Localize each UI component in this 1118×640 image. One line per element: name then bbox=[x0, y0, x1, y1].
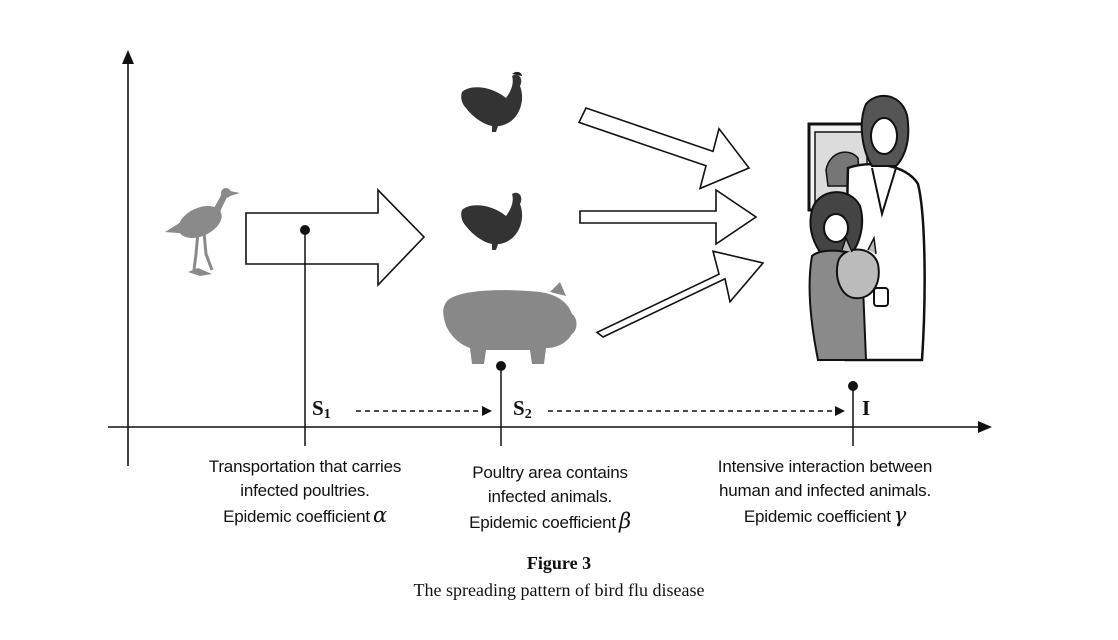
node-description-s2: Poultry area contains infected animals. … bbox=[469, 463, 631, 533]
arrow-chicken1-to-human bbox=[577, 107, 751, 190]
node-description-i: Intensive interaction between human and … bbox=[717, 457, 933, 527]
wading-bird-icon bbox=[165, 188, 240, 276]
pig-icon bbox=[443, 282, 577, 364]
stems bbox=[300, 225, 858, 446]
chicken-icon bbox=[461, 71, 523, 132]
arrow-chicken2-to-human bbox=[579, 188, 758, 246]
dot-s2 bbox=[496, 361, 506, 371]
y-axis-arrow bbox=[122, 50, 134, 64]
x-axis-arrow bbox=[978, 421, 992, 433]
gamma-symbol: γ bbox=[893, 503, 907, 527]
axes bbox=[108, 50, 992, 466]
beta-symbol: β bbox=[618, 509, 631, 533]
state-i: I bbox=[862, 396, 871, 420]
figure-title: Figure 3 bbox=[526, 553, 592, 573]
dot-s1 bbox=[300, 225, 310, 235]
arrow-pig-to-human bbox=[595, 250, 765, 338]
dot-i bbox=[848, 381, 858, 391]
vet-with-child-and-cat-icon bbox=[807, 94, 926, 362]
alpha-symbol: α bbox=[372, 503, 387, 527]
state-s2: S2 bbox=[513, 396, 532, 422]
chicken-icon bbox=[461, 192, 523, 250]
figure-caption: The spreading pattern of bird flu diseas… bbox=[413, 580, 705, 600]
node-description-s1: Transportation that carries infected pou… bbox=[208, 457, 402, 527]
state-s1: S1 bbox=[312, 396, 331, 422]
transport-arrow bbox=[245, 188, 426, 287]
